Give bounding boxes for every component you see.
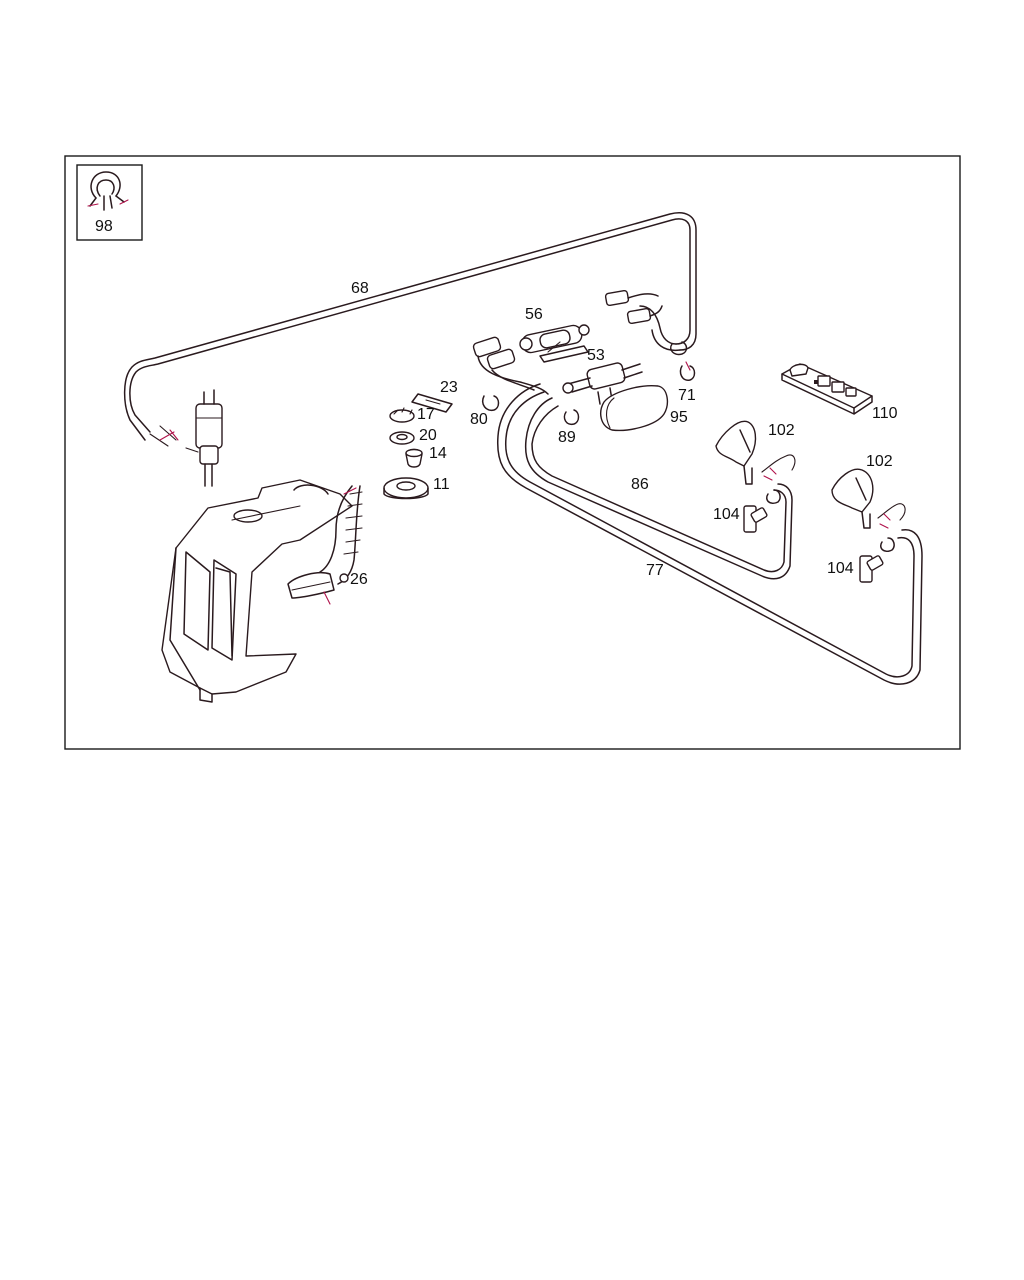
diagram-frame xyxy=(64,155,961,750)
valve-56 xyxy=(519,324,590,354)
label-104-right: 104 xyxy=(827,560,854,577)
hose-connector-left xyxy=(159,389,223,487)
washer-reservoir xyxy=(161,479,353,703)
clamp-89 xyxy=(563,409,580,426)
inset-label-98: 98 xyxy=(95,218,113,235)
hose-77 xyxy=(496,383,923,685)
label-14: 14 xyxy=(429,445,447,462)
label-17: 17 xyxy=(417,406,435,423)
clamp-hose-86-end xyxy=(766,489,781,505)
label-68: 68 xyxy=(351,280,369,297)
label-53: 53 xyxy=(587,347,605,364)
label-80: 80 xyxy=(470,411,488,428)
nozzle-102-right xyxy=(831,468,906,529)
label-86: 86 xyxy=(631,476,649,493)
label-77: 77 xyxy=(646,562,664,579)
inset-clip-98: 98 xyxy=(76,164,143,241)
washer-20 xyxy=(389,431,415,445)
pump-wiring-26 xyxy=(287,485,363,605)
hose-86 xyxy=(524,397,793,580)
label-11: 11 xyxy=(433,476,450,493)
cap-17 xyxy=(389,407,415,423)
bracket-53 xyxy=(539,341,589,363)
clamp-71-top xyxy=(670,341,688,356)
filter-95 xyxy=(600,385,669,432)
label-20: 20 xyxy=(419,427,437,444)
label-26: 26 xyxy=(350,571,368,588)
label-95: 95 xyxy=(670,409,688,426)
strainer-14 xyxy=(405,448,423,468)
plate-23 xyxy=(411,393,453,413)
clip-icon xyxy=(87,171,129,211)
relay-board-110 xyxy=(781,363,873,415)
tee-104-right xyxy=(859,555,884,583)
hose-68 xyxy=(123,212,697,447)
label-56: 56 xyxy=(525,306,543,323)
clamp-80 xyxy=(482,395,500,412)
tee-104-left xyxy=(743,505,768,533)
nozzle-102-left xyxy=(715,420,796,485)
label-104-left: 104 xyxy=(713,506,740,523)
label-71: 71 xyxy=(678,387,696,404)
clamp-hose-77-end xyxy=(880,537,895,553)
label-89: 89 xyxy=(558,429,576,446)
hose-68-end-connectors xyxy=(604,289,663,325)
clamp-71 xyxy=(679,361,696,381)
label-102-right: 102 xyxy=(866,453,893,470)
grommet-11 xyxy=(383,477,429,500)
label-110: 110 xyxy=(872,405,898,422)
label-23: 23 xyxy=(440,379,458,396)
label-102-left: 102 xyxy=(768,422,795,439)
tee-valve xyxy=(562,362,643,405)
hose-connectors-80 xyxy=(472,336,549,395)
